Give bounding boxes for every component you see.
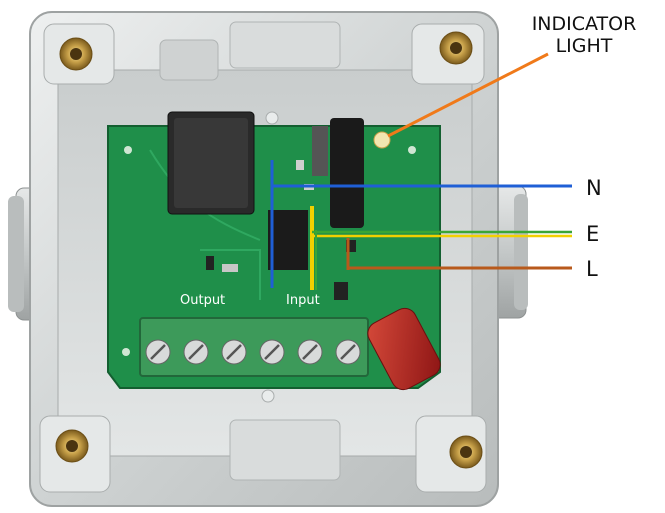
terminal-screws [145,339,361,365]
brass-insert-top-left [59,37,93,71]
brass-insert-top-right [439,31,473,65]
ic-chip [268,210,308,270]
wire-e [310,206,572,290]
capacitor [367,307,441,391]
wire-n [270,160,572,288]
indicator-label-line2: LIGHT [556,35,613,57]
indicator-label-line1: INDICATOR [532,13,637,35]
indicator-arrow [387,52,549,138]
label-l: L [586,257,598,281]
brass-insert-bottom-left [55,429,89,463]
receiver-module [312,118,364,228]
wire-l [346,238,572,270]
indicator-led [373,131,391,149]
terminal-block [139,317,369,377]
output-silk-label: Output [180,293,225,308]
input-silk-label: Input [286,293,320,308]
label-n: N [586,176,602,200]
brass-insert-bottom-right [449,435,483,469]
relay [167,111,255,215]
label-e: E [586,222,599,246]
